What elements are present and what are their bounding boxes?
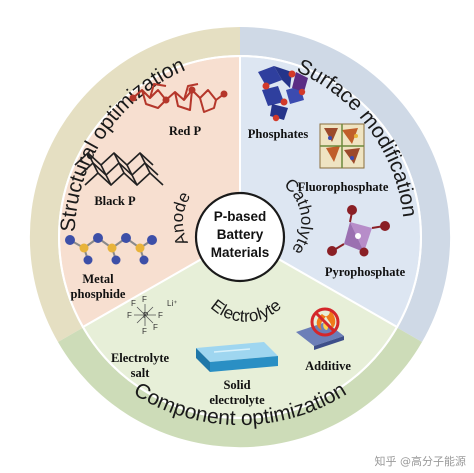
phosphates-crystal-icon	[258, 66, 308, 122]
fluorophosphate-crystal-icon	[319, 123, 365, 169]
red-p-structure-icon	[129, 83, 228, 113]
red-p-label: Red P	[169, 124, 202, 138]
lithium-ion-label: Li⁺	[167, 299, 177, 308]
phosphorus-atom-label: P	[143, 311, 148, 320]
fluorine-atom-label-upper-left: F	[131, 299, 136, 308]
fluorine-atom-label-lower-right: F	[153, 323, 158, 332]
flame-retardant-additive-icon	[296, 307, 344, 350]
inner-sectors	[58, 54, 422, 419]
pyrophosphate-molecule-icon	[327, 205, 390, 257]
pyrophosphate-label: Pyrophosphate	[325, 265, 406, 279]
additive-label: Additive	[305, 359, 351, 373]
metal-phosphide-label-line2: phosphide	[71, 287, 126, 301]
center-title-line2: Battery	[217, 227, 264, 242]
solid-electrolyte-slab-icon	[196, 342, 278, 372]
phosphates-label: Phosphates	[248, 127, 309, 141]
solid-electrolyte-label-line1: Solid	[223, 378, 250, 392]
watermark-text: 知乎 @高分子能源	[375, 454, 467, 468]
black-p-label: Black P	[94, 194, 136, 208]
center-title-line1: P-based	[214, 209, 267, 224]
black-p-structure-icon	[74, 152, 164, 186]
solid-electrolyte-label-line2: electrolyte	[209, 393, 265, 407]
center-title-line3: Materials	[211, 245, 270, 260]
metal-phosphide-structure-icon	[65, 233, 157, 265]
fluorine-atom-label-top: F	[142, 295, 147, 304]
fluorophosphate-label: Fluorophosphate	[298, 180, 389, 194]
electrolyte-salt-label-line2: salt	[131, 366, 151, 380]
metal-phosphide-label-line1: Metal	[82, 272, 114, 286]
fluorine-atom-label-left: F	[127, 311, 132, 320]
electrolyte-salt-molecule-icon: P F F F F F F Li⁺	[127, 295, 177, 336]
electrolyte-salt-label-line1: Electrolyte	[111, 351, 170, 365]
fluorine-atom-label-right: F	[158, 311, 163, 320]
fluorine-atom-label-bottom: F	[142, 327, 147, 336]
center-hub: P-based Battery Materials	[194, 191, 286, 283]
